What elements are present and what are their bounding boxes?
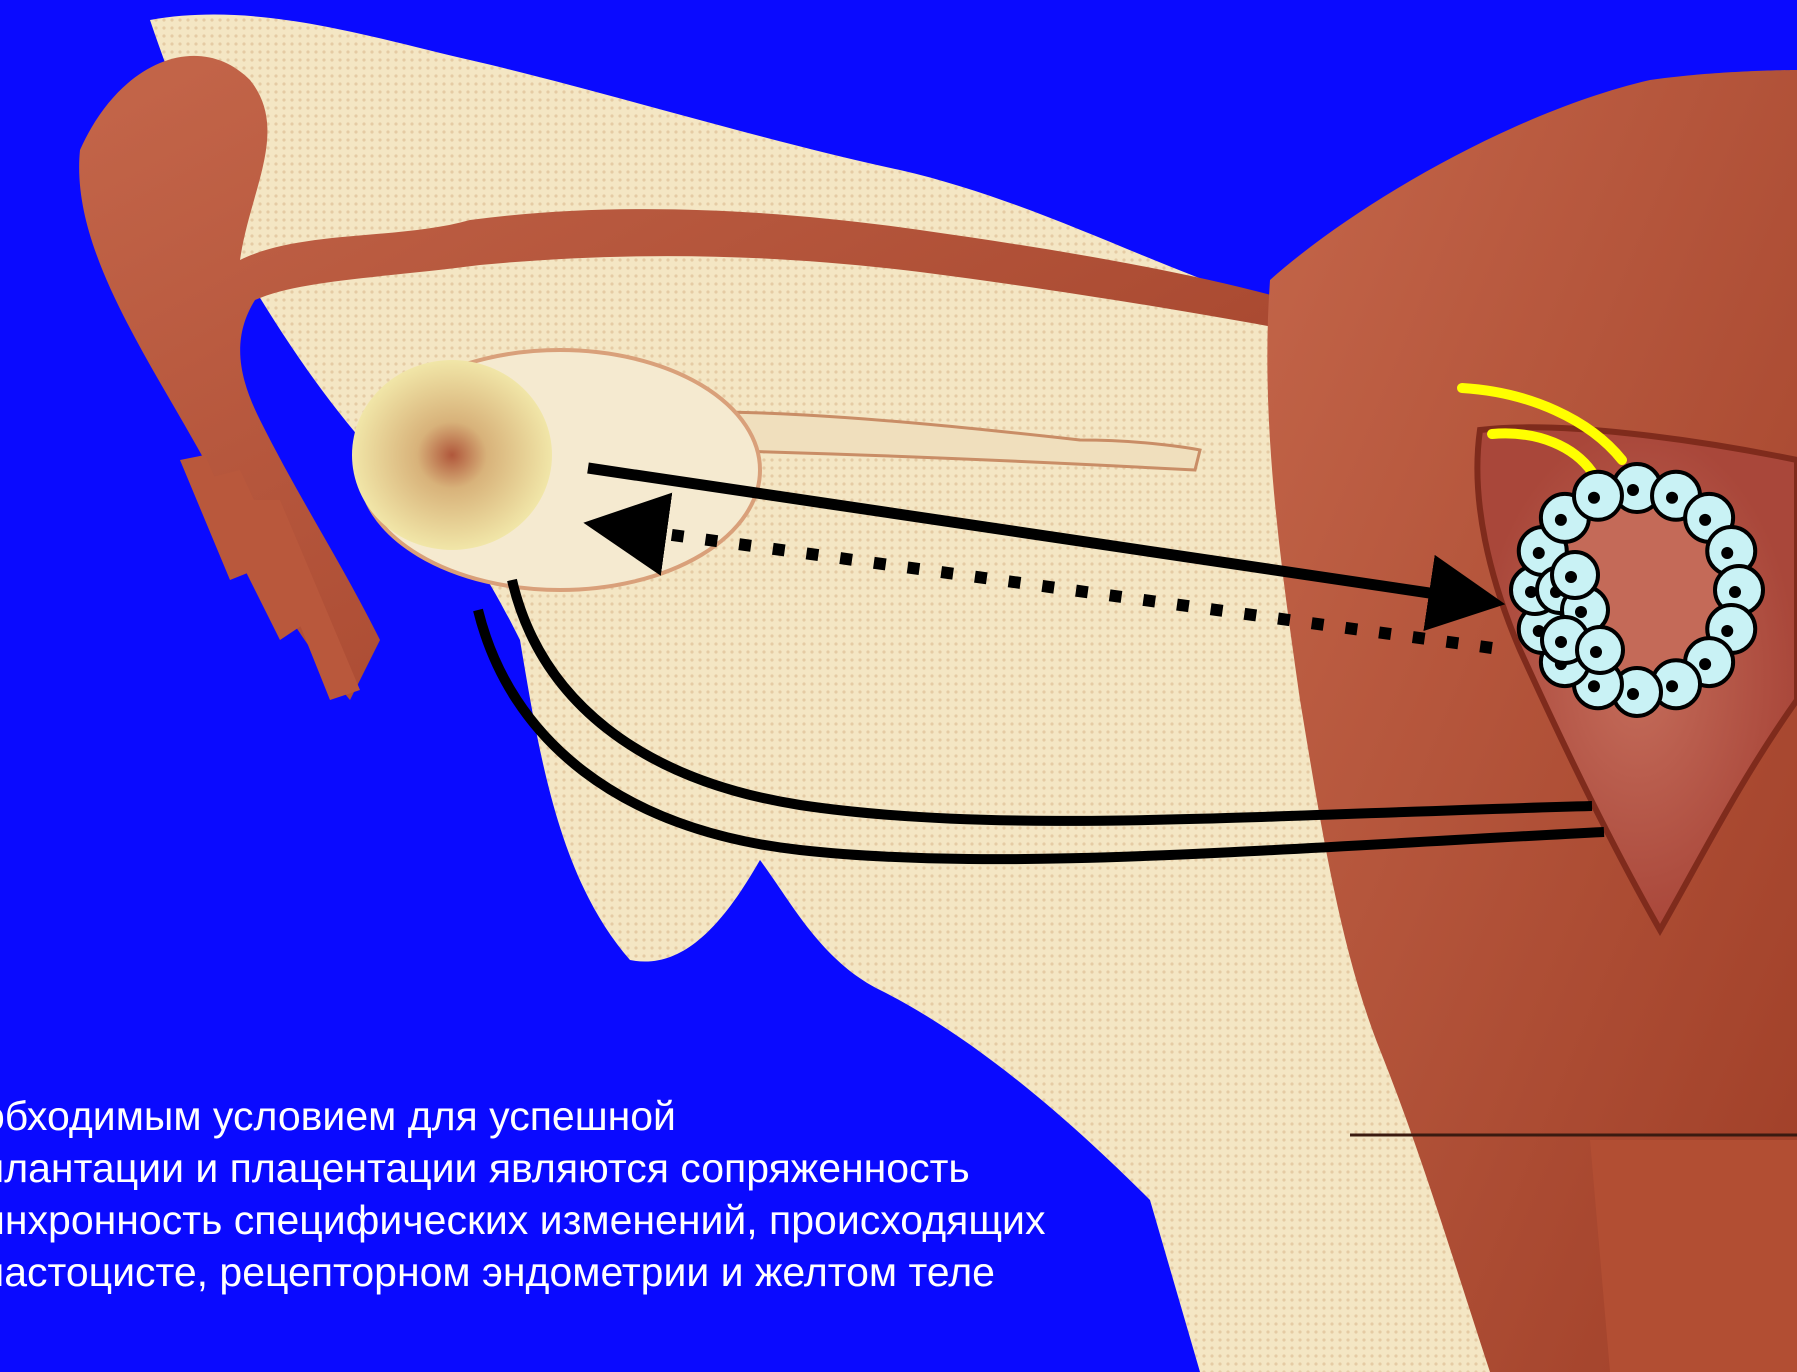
cell-nucleus [1666, 680, 1678, 692]
cell-nucleus [1699, 658, 1711, 670]
cell-nucleus [1627, 484, 1639, 496]
cell-nucleus [1555, 636, 1567, 648]
caption-line-2: плантации и плацентации являются сопряже… [0, 1142, 1282, 1194]
cell-nucleus [1590, 646, 1602, 658]
cell-nucleus [1721, 625, 1733, 637]
corpus-luteum [352, 360, 552, 550]
cell-nucleus [1588, 680, 1600, 692]
caption-line-1: обходимым условием для успешной [0, 1090, 1282, 1142]
caption-text: обходимым условием для успешной плантаци… [0, 1090, 1282, 1298]
cell-nucleus [1575, 606, 1587, 618]
cell-nucleus [1533, 547, 1545, 559]
cell-nucleus [1699, 514, 1711, 526]
cell-nucleus [1666, 492, 1678, 504]
cell-nucleus [1565, 571, 1577, 583]
cell-nucleus [1627, 688, 1639, 700]
cell-nucleus [1721, 547, 1733, 559]
cell-nucleus [1729, 586, 1741, 598]
cell-nucleus [1555, 514, 1567, 526]
caption-line-3: инхронность специфических изменений, про… [0, 1194, 1282, 1246]
cell-nucleus [1588, 492, 1600, 504]
caption-line-4: пастоцисте, рецепторном эндометрии и жел… [0, 1246, 1282, 1298]
blastocyst [1511, 464, 1763, 716]
cervix [1590, 1140, 1797, 1372]
